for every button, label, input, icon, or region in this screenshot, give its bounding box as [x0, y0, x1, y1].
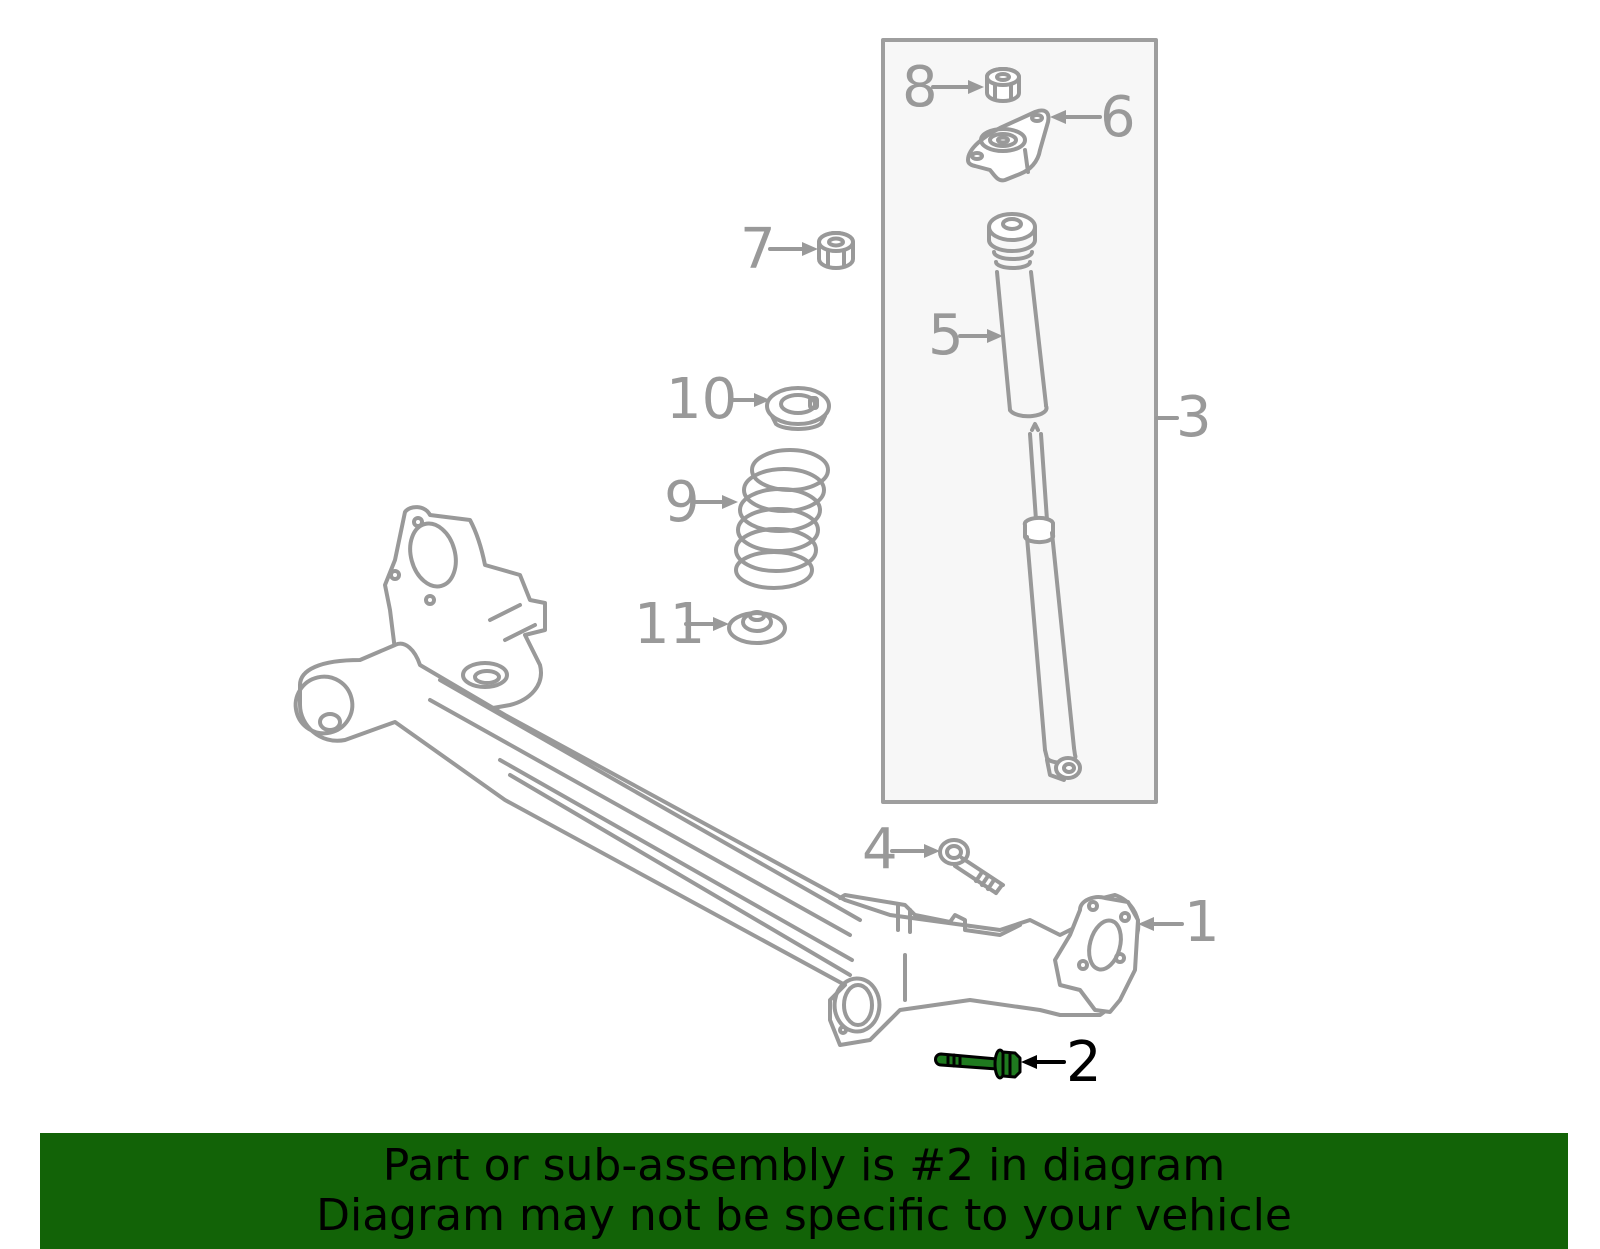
callout-1: 1 [1184, 890, 1220, 955]
upper-mount-6-icon [966, 108, 1051, 183]
callout-8: 8 [902, 55, 938, 120]
info-banner: Part or sub-assembly is #2 in diagram Di… [40, 1133, 1568, 1249]
callout-7: 7 [740, 217, 776, 282]
banner-line-disclaimer: Diagram may not be specific to your vehi… [316, 1190, 1292, 1241]
torsion-beam-axle-1-icon [293, 505, 1141, 1047]
callout-4: 4 [862, 817, 898, 882]
callout-2-highlighted[interactable]: 2 [1066, 1030, 1102, 1095]
nut-8-icon [985, 67, 1021, 103]
callout-3: 3 [1176, 385, 1212, 450]
callout-11: 11 [634, 592, 706, 657]
nut-7-icon [817, 231, 855, 270]
banner-line-part-number: Part or sub-assembly is #2 in diagram [382, 1140, 1226, 1191]
coil-spring-9-icon [734, 448, 830, 590]
callout-10: 10 [666, 367, 738, 432]
bolt-4-icon [938, 838, 1005, 895]
shock-absorber-3-icon [1022, 422, 1082, 782]
callout-6: 6 [1100, 85, 1136, 150]
callout-5: 5 [928, 303, 964, 368]
bolt-2-highlighted-icon[interactable] [934, 1048, 1022, 1080]
upper-insulator-10-icon [765, 386, 831, 431]
dust-boot-5-icon [987, 212, 1049, 419]
lower-insulator-11-icon [727, 610, 787, 645]
callout-9: 9 [664, 470, 700, 535]
